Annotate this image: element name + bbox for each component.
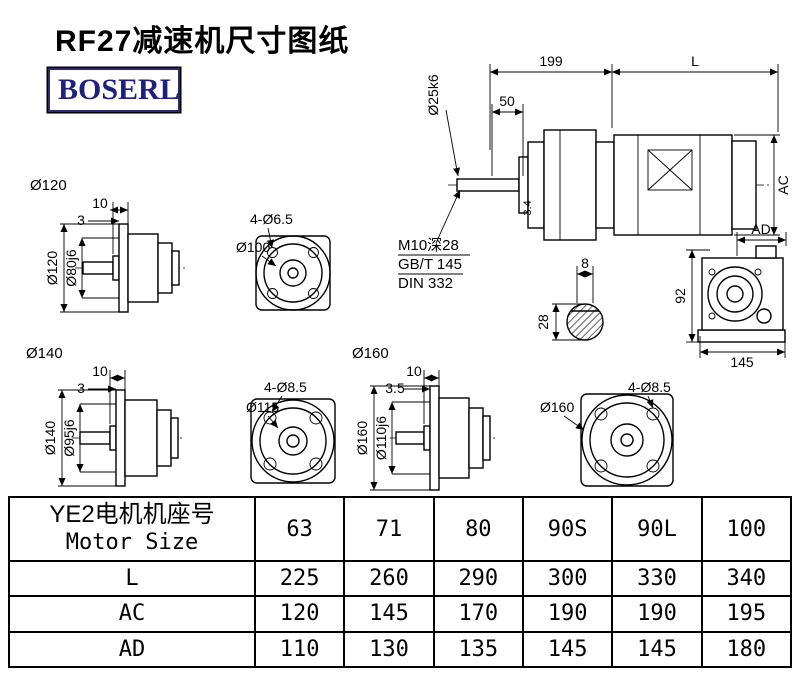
dim-AC: AC <box>775 175 791 194</box>
dim-b-flange-dia: Ø140 <box>42 421 58 455</box>
value-AD-80: 135 <box>432 630 524 669</box>
technical-drawing-canvas: 199 L 50 Ø25k6 AC 3.4 M10深28 GB/T 145 DI… <box>26 53 791 491</box>
front-view-115: 4-Ø8.5 Ø115 <box>246 379 336 484</box>
table-row-AD: AD 110 130 135 145 145 180 <box>8 630 793 669</box>
motor-size-table: YE2电机机座号 Motor Size 63 71 80 90S 90L 100… <box>8 496 793 669</box>
value-AD-90s: 145 <box>521 630 614 669</box>
dim-key-3-4: 3.4 <box>522 200 534 215</box>
value-AD-71: 130 <box>343 630 435 669</box>
dim-c-3-5: 3.5 <box>385 380 405 396</box>
motor-size-71: 71 <box>343 496 435 562</box>
table-row-AC: AC 120 145 170 190 190 195 <box>8 595 793 633</box>
dim-c-flange-dia: Ø160 <box>354 421 370 455</box>
boserl-logo-text: BOSERL <box>58 73 180 106</box>
value-L-71: 260 <box>343 559 435 598</box>
dim-92: 92 <box>672 288 688 304</box>
flange-160-side-view: Ø160 10 3.5 Ø160 Ø110j6 <box>352 345 498 491</box>
flange-120-side-view: Ø120 10 3 Ø120 Ø80j6 <box>30 177 185 313</box>
table-row-L: L 225 260 290 300 330 340 <box>8 559 793 598</box>
motor-size-63: 63 <box>253 496 346 562</box>
dia-label-160: Ø160 <box>540 399 574 415</box>
value-AC-90s: 190 <box>521 595 614 633</box>
dim-199: 199 <box>539 53 563 69</box>
row-label-L: L <box>8 559 256 598</box>
value-L-90l: 330 <box>611 559 703 598</box>
value-AD-100: 180 <box>700 630 793 669</box>
value-L-100: 340 <box>700 559 793 598</box>
gearbox-side-view: AD 92 145 <box>672 221 787 370</box>
value-L-63: 225 <box>253 559 346 598</box>
note-gbt145: GB/T 145 <box>398 256 462 273</box>
holes-label-115: 4-Ø8.5 <box>264 379 307 395</box>
series-label-140: Ø140 <box>26 345 63 362</box>
boserl-logo: BOSERL <box>48 68 180 112</box>
table-header-en: Motor Size <box>65 530 199 556</box>
value-AC-71: 145 <box>343 595 435 633</box>
value-AC-90l: 190 <box>611 595 703 633</box>
row-label-AC: AC <box>8 595 256 633</box>
dim-b-10: 10 <box>92 363 108 379</box>
dim-L: L <box>691 53 699 69</box>
dim-key-width-8: 8 <box>581 255 589 271</box>
dim-key-height-28: 28 <box>535 314 551 330</box>
dim-shaft-diameter: Ø25k6 <box>425 74 441 115</box>
note-din332: DIN 332 <box>398 275 453 292</box>
flange-140-side-view: Ø140 10 3 Ø140 Ø95j6 <box>26 345 182 487</box>
series-label-120: Ø120 <box>30 177 67 194</box>
dim-a-flange-dia: Ø120 <box>44 251 60 285</box>
holes-label-160: 4-Ø8.5 <box>628 379 671 395</box>
page-title: RF27减速机尺寸图纸 <box>55 25 350 58</box>
note-m10: M10深28 <box>398 237 459 254</box>
front-view-100: 4-Ø6.5 Ø100 <box>236 211 331 311</box>
table-header-cell: YE2电机机座号 Motor Size <box>8 496 256 562</box>
value-L-90s: 300 <box>521 559 614 598</box>
dim-b-spigot-dia: Ø95j6 <box>61 419 77 457</box>
dia-label-115: Ø115 <box>246 399 279 415</box>
value-L-80: 290 <box>432 559 524 598</box>
table-header-cn: YE2电机机座号 <box>49 501 215 529</box>
motor-size-90l: 90L <box>611 496 703 562</box>
dia-label-100: Ø100 <box>236 239 270 255</box>
shaft-section-detail: 8 28 <box>535 255 604 341</box>
front-view-160: 4-Ø8.5 Ø160 <box>540 379 674 487</box>
value-AD-90l: 145 <box>611 630 703 669</box>
value-AC-63: 120 <box>253 595 346 633</box>
motor-size-100: 100 <box>700 496 793 562</box>
dim-c-spigot-dia: Ø110j6 <box>373 416 389 460</box>
value-AC-80: 170 <box>432 595 524 633</box>
dim-145: 145 <box>730 354 754 370</box>
main-assembly-drawing: 199 L 50 Ø25k6 AC 3.4 M10深28 GB/T 145 DI… <box>398 53 791 292</box>
dim-a-10: 10 <box>92 195 108 211</box>
value-AC-100: 195 <box>700 595 793 633</box>
dim-a-spigot-dia: Ø80j6 <box>63 249 79 287</box>
motor-size-90s: 90S <box>521 496 614 562</box>
series-label-160: Ø160 <box>352 345 389 362</box>
dim-a-3: 3 <box>77 212 85 228</box>
dim-c-10: 10 <box>406 363 422 379</box>
holes-label-100: 4-Ø6.5 <box>250 211 293 227</box>
value-AD-63: 110 <box>253 630 346 669</box>
dim-b-3: 3 <box>77 380 85 396</box>
dim-50: 50 <box>499 93 515 109</box>
row-label-AD: AD <box>8 630 256 669</box>
dim-AD: AD <box>751 221 770 237</box>
motor-size-80: 80 <box>432 496 524 562</box>
